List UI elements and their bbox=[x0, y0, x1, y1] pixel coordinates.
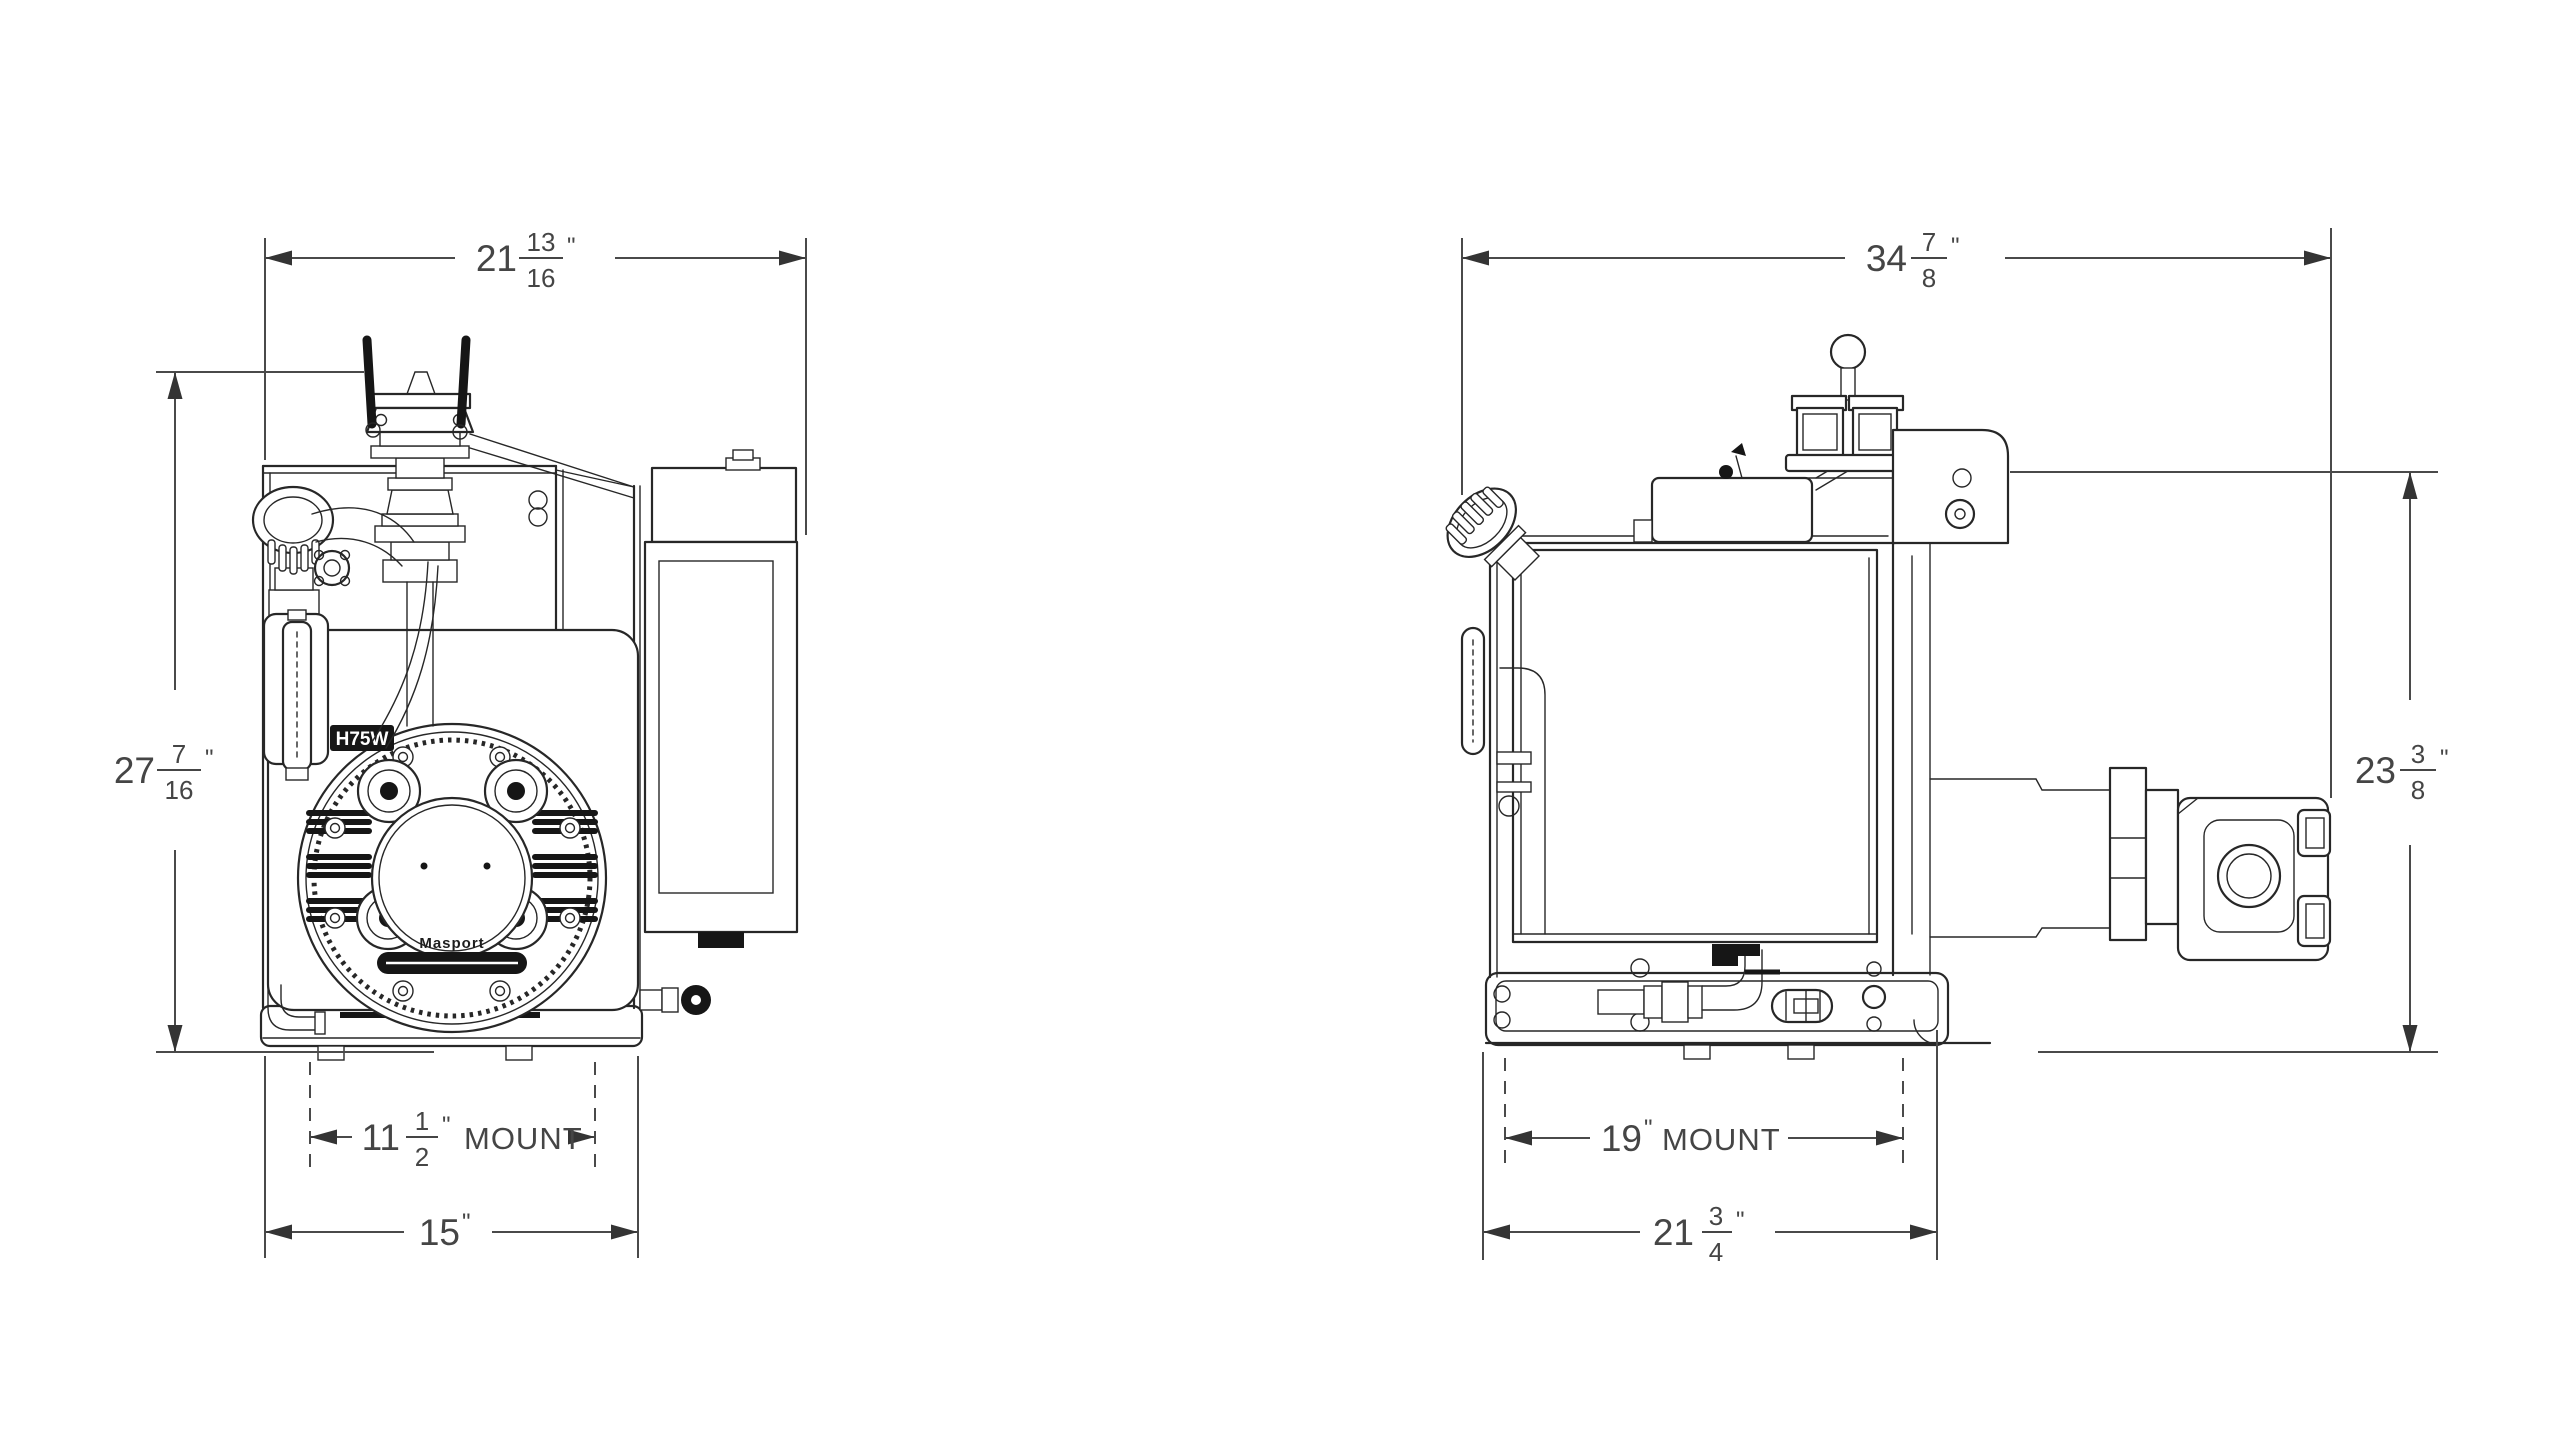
dim-text: 27 bbox=[114, 750, 155, 791]
dim-mount-label: MOUNT bbox=[1662, 1122, 1781, 1157]
dim-frac-den: 2 bbox=[415, 1142, 429, 1172]
front-duct-hoses bbox=[311, 507, 439, 749]
dim-front-mount-width: 11 1 2 " MOUNT bbox=[309, 1062, 596, 1172]
dim-frac-den: 8 bbox=[2411, 775, 2425, 805]
dim-frac-num: 13 bbox=[527, 227, 556, 257]
dim-label-front-mount: 11 1 2 " MOUNT bbox=[362, 1106, 583, 1172]
front-pump-face: Masport bbox=[296, 722, 608, 1034]
dim-frac-den: 16 bbox=[165, 775, 194, 805]
dim-unit: " bbox=[1951, 233, 1960, 260]
front-mount-stack bbox=[370, 431, 470, 727]
dim-unit: " bbox=[567, 233, 576, 260]
ring-port bbox=[1861, 984, 1887, 1010]
knurled-fitting bbox=[1770, 988, 1834, 1024]
dim-front-overall-height: 27 7 16 " bbox=[114, 371, 434, 1053]
dim-unit: " bbox=[462, 1209, 471, 1236]
side-oil-filler-cap bbox=[1445, 486, 1541, 582]
dim-unit: " bbox=[205, 745, 214, 772]
front-sight-glass bbox=[262, 609, 330, 781]
front-elbow-fitting bbox=[267, 984, 326, 1035]
center-bore bbox=[370, 796, 534, 960]
front-oil-tank bbox=[643, 449, 799, 948]
front-inlet-flange bbox=[313, 549, 351, 587]
lifting-handles bbox=[362, 335, 471, 440]
dim-side-overall-height: 23 3 8 " bbox=[2010, 471, 2449, 1053]
side-tank bbox=[1488, 428, 1931, 979]
dim-unit: " bbox=[442, 1112, 451, 1139]
dim-unit: " bbox=[1644, 1115, 1653, 1142]
side-top-block bbox=[1633, 431, 1894, 544]
dim-mount-label: MOUNT bbox=[464, 1121, 583, 1156]
side-bracket-plate bbox=[1891, 428, 2010, 545]
dim-frac-num: 1 bbox=[415, 1106, 429, 1136]
brand-cast-label: Masport bbox=[419, 935, 484, 952]
side-valve-assembly bbox=[1784, 333, 1905, 479]
dim-side-mount-width: 19 " MOUNT bbox=[1504, 1058, 1904, 1172]
dim-text: 19 bbox=[1601, 1118, 1642, 1159]
side-base-plate bbox=[1484, 971, 1992, 1060]
dim-side-base-width: 21 3 4 " bbox=[1482, 1030, 1938, 1267]
dim-text: 21 bbox=[476, 238, 517, 279]
dim-label-side-overall-width: 34 7 8 " bbox=[1866, 227, 1960, 293]
front-view-machine: Masport H75W bbox=[251, 335, 799, 1061]
dim-unit: " bbox=[1736, 1207, 1745, 1234]
side-sight-slot bbox=[1460, 626, 1532, 817]
dim-front-overall-width: 21 13 16 " bbox=[264, 227, 807, 535]
dim-label-front-overall-width: 21 13 16 " bbox=[476, 227, 576, 293]
dim-frac-num: 3 bbox=[2411, 739, 2425, 769]
dim-frac-num: 7 bbox=[172, 739, 186, 769]
side-view-machine bbox=[1445, 333, 2332, 1060]
dim-unit: " bbox=[2440, 745, 2449, 772]
dim-frac-num: 7 bbox=[1922, 227, 1936, 257]
dim-side-overall-width: 34 7 8 " bbox=[1461, 227, 2332, 798]
dim-text: 34 bbox=[1866, 238, 1907, 279]
front-dimensions: 21 13 16 " 27 7 16 " bbox=[114, 227, 807, 1258]
side-bottom-fittings bbox=[1597, 944, 1887, 1032]
dim-frac-den: 4 bbox=[1709, 1237, 1723, 1267]
dim-label-front-overall-height: 27 7 16 " bbox=[114, 739, 214, 805]
dim-front-base-width: 15 " bbox=[264, 1056, 639, 1258]
dim-text: 15 bbox=[419, 1212, 460, 1253]
front-drain-valve bbox=[639, 985, 711, 1015]
dim-frac-num: 3 bbox=[1709, 1201, 1723, 1231]
dim-frac-den: 16 bbox=[527, 263, 556, 293]
dim-text: 23 bbox=[2355, 750, 2396, 791]
dim-label-side-base: 21 3 4 " bbox=[1653, 1201, 1745, 1267]
dim-text: 11 bbox=[362, 1117, 400, 1158]
valve-ring-handle bbox=[1829, 333, 1867, 371]
dim-frac-den: 8 bbox=[1922, 263, 1936, 293]
dim-label-side-mount: 19 " MOUNT bbox=[1601, 1115, 1781, 1159]
side-dimensions: 34 7 8 " 23 3 8 " bbox=[1461, 227, 2449, 1267]
dim-text: 21 bbox=[1653, 1212, 1694, 1253]
dim-label-side-overall-height: 23 3 8 " bbox=[2355, 739, 2449, 805]
dim-label-front-base: 15 " bbox=[419, 1209, 471, 1253]
model-label: H75W bbox=[336, 729, 389, 750]
plate-cutout-hole bbox=[528, 507, 548, 527]
plate-cutout-hole bbox=[528, 490, 548, 510]
side-drive-motor bbox=[1929, 766, 2332, 962]
model-label-plate: H75W bbox=[330, 725, 394, 751]
